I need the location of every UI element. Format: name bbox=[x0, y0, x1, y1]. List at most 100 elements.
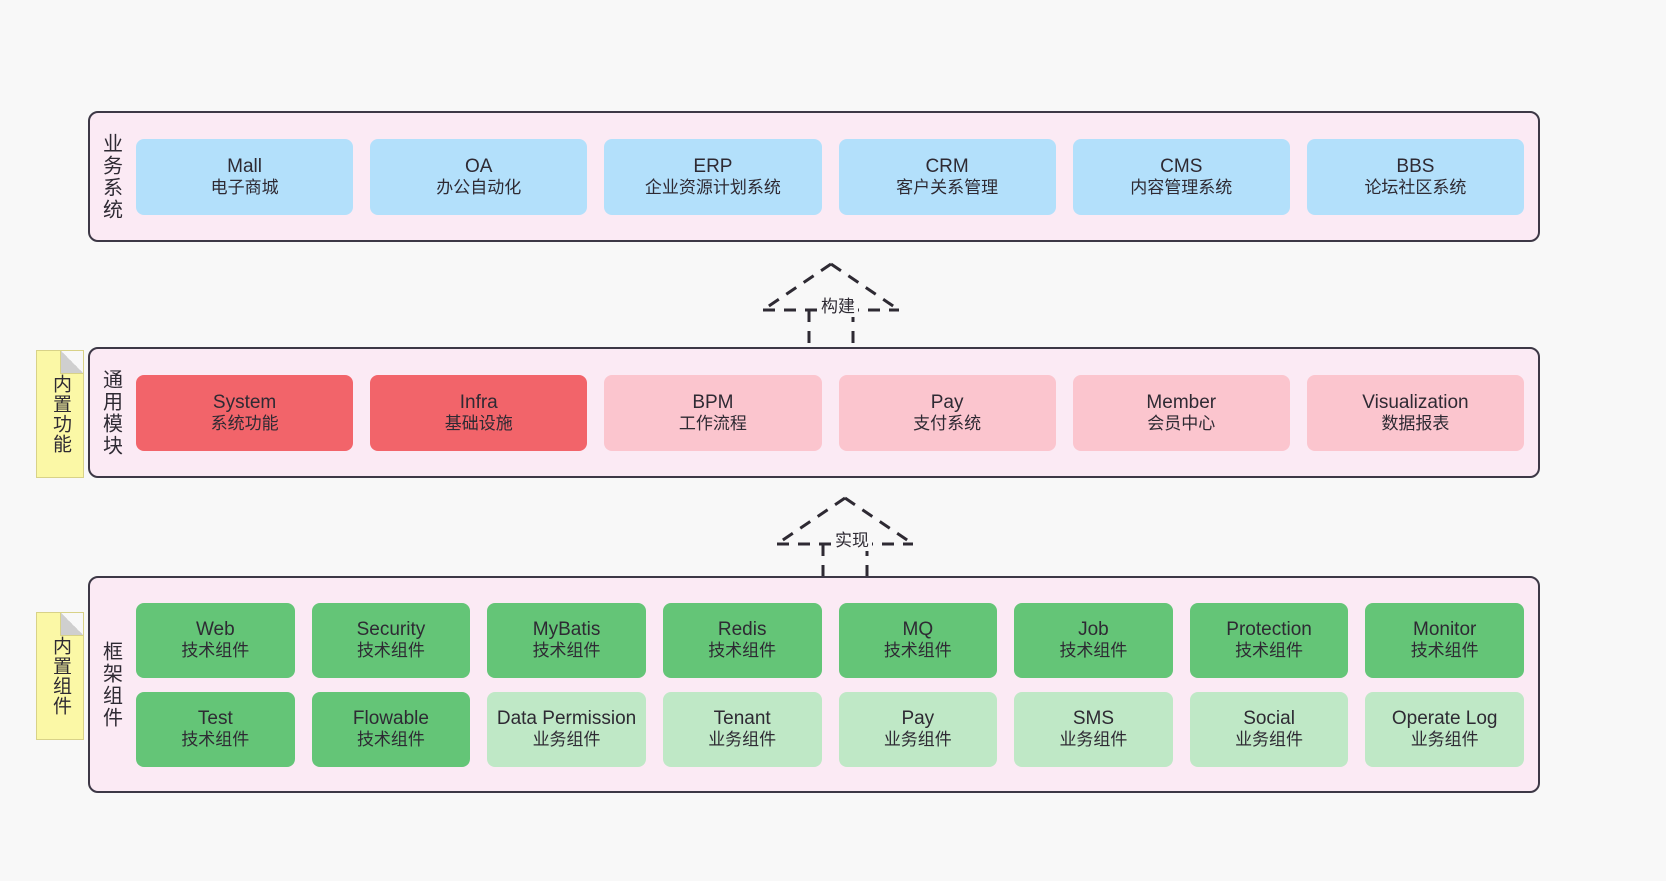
node-subtitle: 技术组件 bbox=[1235, 641, 1304, 661]
node-subtitle: 业务组件 bbox=[883, 730, 952, 750]
node-title: CMS bbox=[1160, 155, 1203, 177]
node-title: Test bbox=[197, 708, 233, 730]
node-social[interactable]: Social 业务组件 bbox=[1189, 691, 1349, 767]
node-title: Data Permission bbox=[496, 708, 637, 730]
layer-common-modules: 通用模块 System 系统功能 Infra 基础设施 BPM 工作流程 Pay… bbox=[88, 347, 1540, 478]
node-subtitle: 技术组件 bbox=[883, 641, 952, 661]
node-sms[interactable]: SMS 业务组件 bbox=[1014, 691, 1173, 767]
node-redis[interactable]: Redis 技术组件 bbox=[662, 602, 822, 678]
node-pay-component[interactable]: Pay 业务组件 bbox=[838, 691, 998, 767]
node-title: SMS bbox=[1072, 708, 1115, 730]
node-title: Security bbox=[356, 619, 426, 641]
node-member[interactable]: Member 会员中心 bbox=[1072, 374, 1290, 451]
node-subtitle: 业务组件 bbox=[1410, 730, 1479, 750]
node-title: CRM bbox=[925, 155, 969, 177]
node-mq[interactable]: MQ 技术组件 bbox=[838, 602, 998, 678]
node-subtitle: 业务组件 bbox=[708, 730, 777, 750]
node-title: Pay bbox=[930, 391, 964, 413]
node-title: Flowable bbox=[352, 708, 429, 730]
node-cms[interactable]: CMS 内容管理系统 bbox=[1072, 138, 1290, 215]
node-monitor[interactable]: Monitor 技术组件 bbox=[1365, 602, 1524, 678]
node-subtitle: 业务组件 bbox=[1235, 730, 1304, 750]
node-subtitle: 数据报表 bbox=[1381, 413, 1450, 433]
connector-build: 构建 bbox=[756, 258, 906, 344]
node-title: BPM bbox=[692, 391, 734, 413]
layer-row: Mall 电子商城 OA 办公自动化 ERP 企业资源计划系统 CRM 客户关系… bbox=[136, 138, 1525, 215]
node-web[interactable]: Web 技术组件 bbox=[136, 602, 295, 678]
node-subtitle: 技术组件 bbox=[356, 641, 425, 661]
node-oa[interactable]: OA 办公自动化 bbox=[370, 138, 588, 215]
node-subtitle: 业务组件 bbox=[1059, 730, 1128, 750]
node-bpm[interactable]: BPM 工作流程 bbox=[604, 374, 822, 451]
note-builtin-features: 内置功能 bbox=[36, 350, 84, 478]
node-subtitle: 业务组件 bbox=[532, 730, 601, 750]
node-erp[interactable]: ERP 企业资源计划系统 bbox=[604, 138, 822, 215]
node-job[interactable]: Job 技术组件 bbox=[1014, 602, 1173, 678]
node-subtitle: 技术组件 bbox=[1059, 641, 1128, 661]
node-title: Monitor bbox=[1413, 619, 1477, 641]
node-subtitle: 基础设施 bbox=[444, 413, 513, 433]
node-subtitle: 技术组件 bbox=[356, 730, 425, 750]
node-operate-log[interactable]: Operate Log 业务组件 bbox=[1365, 691, 1524, 767]
node-subtitle: 论坛社区系统 bbox=[1364, 177, 1467, 197]
connector-implement: 实现 bbox=[770, 492, 920, 578]
note-label: 内置功能 bbox=[49, 374, 71, 454]
node-subtitle: 技术组件 bbox=[181, 641, 250, 661]
node-title: Tenant bbox=[713, 708, 771, 730]
node-tenant[interactable]: Tenant 业务组件 bbox=[662, 691, 822, 767]
node-title: Mall bbox=[227, 155, 262, 177]
node-title: ERP bbox=[693, 155, 733, 177]
node-title: Visualization bbox=[1362, 391, 1469, 413]
node-subtitle: 技术组件 bbox=[181, 730, 250, 750]
node-mybatis[interactable]: MyBatis 技术组件 bbox=[487, 602, 646, 678]
node-crm[interactable]: CRM 客户关系管理 bbox=[838, 138, 1056, 215]
node-title: OA bbox=[465, 155, 493, 177]
connector-label-build: 构建 bbox=[818, 292, 858, 317]
node-title: MQ bbox=[902, 619, 934, 641]
node-infra[interactable]: Infra 基础设施 bbox=[370, 374, 588, 451]
node-title: Member bbox=[1146, 391, 1217, 413]
node-flowable[interactable]: Flowable 技术组件 bbox=[311, 691, 471, 767]
node-subtitle: 电子商城 bbox=[210, 177, 279, 197]
note-label: 内置组件 bbox=[49, 636, 71, 716]
layer-framework-components: 框架组件 Web 技术组件 Security 技术组件 MyBatis 技术组件… bbox=[88, 576, 1540, 793]
layer-title-common: 通用模块 bbox=[99, 368, 122, 457]
layer-body-business: Mall 电子商城 OA 办公自动化 ERP 企业资源计划系统 CRM 客户关系… bbox=[130, 113, 1538, 240]
node-bbs[interactable]: BBS 论坛社区系统 bbox=[1306, 138, 1525, 215]
node-subtitle: 客户关系管理 bbox=[896, 177, 999, 197]
layer-row: Web 技术组件 Security 技术组件 MyBatis 技术组件 Redi… bbox=[136, 602, 1524, 678]
node-title: Pay bbox=[901, 708, 935, 730]
node-security[interactable]: Security 技术组件 bbox=[311, 602, 471, 678]
layer-row: System 系统功能 Infra 基础设施 BPM 工作流程 Pay 支付系统… bbox=[136, 374, 1525, 451]
node-title: Protection bbox=[1226, 619, 1312, 641]
node-title: Infra bbox=[459, 391, 498, 413]
node-subtitle: 办公自动化 bbox=[436, 177, 522, 197]
node-subtitle: 系统功能 bbox=[210, 413, 279, 433]
node-subtitle: 会员中心 bbox=[1147, 413, 1216, 433]
connector-label-implement: 实现 bbox=[832, 526, 872, 551]
node-title: Web bbox=[195, 619, 235, 641]
node-subtitle: 技术组件 bbox=[532, 641, 601, 661]
layer-body-framework: Web 技术组件 Security 技术组件 MyBatis 技术组件 Redi… bbox=[130, 578, 1538, 791]
node-subtitle: 技术组件 bbox=[708, 641, 777, 661]
node-subtitle: 技术组件 bbox=[1410, 641, 1479, 661]
node-system[interactable]: System 系统功能 bbox=[136, 374, 354, 451]
node-title: Operate Log bbox=[1391, 708, 1498, 730]
node-test[interactable]: Test 技术组件 bbox=[136, 691, 295, 767]
node-title: MyBatis bbox=[532, 619, 601, 641]
node-visualization[interactable]: Visualization 数据报表 bbox=[1306, 374, 1525, 451]
node-subtitle: 工作流程 bbox=[678, 413, 747, 433]
node-title: Redis bbox=[717, 619, 767, 641]
node-subtitle: 内容管理系统 bbox=[1130, 177, 1233, 197]
node-data-permission[interactable]: Data Permission 业务组件 bbox=[487, 691, 646, 767]
node-title: Job bbox=[1078, 619, 1109, 641]
note-builtin-components: 内置组件 bbox=[36, 612, 84, 740]
node-pay-module[interactable]: Pay 支付系统 bbox=[838, 374, 1056, 451]
node-protection[interactable]: Protection 技术组件 bbox=[1189, 602, 1349, 678]
node-mall[interactable]: Mall 电子商城 bbox=[136, 138, 354, 215]
layer-row: Test 技术组件 Flowable 技术组件 Data Permission … bbox=[136, 691, 1524, 767]
layer-title-business: 业务系统 bbox=[99, 132, 122, 221]
node-title: Social bbox=[1243, 708, 1295, 730]
layer-business-systems: 业务系统 Mall 电子商城 OA 办公自动化 ERP 企业资源计划系统 CRM… bbox=[88, 111, 1540, 242]
